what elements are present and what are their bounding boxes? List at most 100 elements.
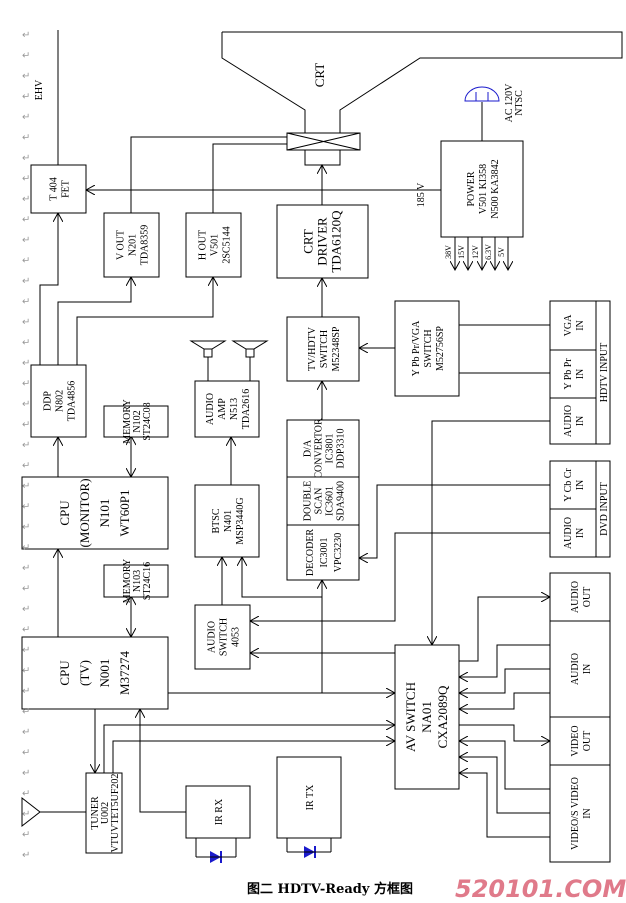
block-label: SCAN: [314, 488, 325, 515]
block-label: Y Cb Cr: [563, 468, 574, 502]
block-label: IN: [575, 320, 586, 331]
paragraph-mark: ↵: [22, 358, 30, 369]
block-label: POWER: [466, 171, 477, 206]
connection-line: [432, 420, 550, 645]
block-label: Y Pb Pr/VGA: [411, 320, 422, 377]
block-label: Y Pb Pr: [563, 358, 574, 390]
block-dvd-input: DVD INPUT: [595, 460, 611, 558]
power-output-label: 38V: [444, 245, 453, 259]
connection-line: [459, 773, 550, 838]
paragraph-mark: ↵: [22, 92, 30, 103]
block-label: U002: [100, 802, 111, 824]
block-label: FET: [61, 180, 72, 198]
paragraph-mark: ↵: [22, 727, 30, 738]
paragraph-mark: ↵: [22, 522, 30, 533]
block-label: N802: [55, 390, 66, 412]
connection-line: [130, 136, 287, 213]
paragraph-mark: ↵: [22, 645, 30, 656]
antenna-icon: [21, 796, 41, 828]
connection-line: [57, 277, 131, 365]
block-label: N103: [132, 570, 143, 592]
paragraph-mark: ↵: [22, 379, 30, 390]
ir-led-icon: [287, 846, 331, 858]
block-label: AMP: [217, 398, 228, 420]
block-label: DOUBLE: [303, 481, 314, 522]
block-label: (TV): [77, 660, 92, 686]
ac-plug-icon: [464, 86, 500, 102]
block-label: AUDIO: [570, 581, 581, 613]
paragraph-mark: ↵: [22, 830, 30, 841]
block-label: NA01: [419, 701, 434, 733]
paragraph-mark: ↵: [22, 235, 30, 246]
block-label: WT60P1: [117, 490, 132, 537]
block-label: IN: [582, 664, 593, 675]
block-label: NTSC: [514, 90, 525, 116]
block-label: ST24C16: [142, 562, 153, 600]
block-label: V501: [210, 234, 221, 256]
block-ir-tx: IR TX: [276, 756, 342, 839]
block-label: M52348SP: [331, 326, 342, 371]
paragraph-mark: ↵: [22, 604, 30, 615]
paragraph-mark: ↵: [22, 440, 30, 451]
block-hdtv-input: HDTV INPUT: [595, 300, 611, 445]
paragraph-mark: ↵: [22, 174, 30, 185]
connection-line: [459, 741, 550, 790]
paragraph-mark: ↵: [22, 112, 30, 123]
block-label: DVD INPUT: [599, 482, 610, 536]
block-label: CPU: [57, 660, 72, 686]
block-label: AV SWITCH: [403, 682, 418, 752]
block-label: AC 120V: [504, 83, 515, 122]
block-label: M52756SP: [435, 326, 446, 371]
block-label: N102: [132, 410, 143, 432]
paragraph-mark: ↵: [22, 625, 30, 636]
block-label: IC3001: [319, 538, 330, 568]
block-label: N401: [223, 510, 234, 532]
power-output-label: 12V: [471, 245, 480, 259]
block-label: IR RX: [214, 798, 225, 825]
connection-line: [112, 741, 395, 773]
block-label: CRT: [312, 63, 327, 88]
block-label: V501 KI358: [478, 164, 489, 214]
block-label: MEMORY: [122, 399, 133, 443]
paragraph-mark: ↵: [22, 809, 30, 820]
block-label: IN: [575, 369, 586, 380]
connection-line: [459, 757, 550, 814]
ir-led-icon: [196, 851, 236, 863]
block-label: 2SC5144: [222, 226, 233, 263]
block-label: TDA6120Q: [329, 210, 344, 273]
ehv-label: EHV: [34, 79, 45, 100]
paragraph-mark: ↵: [22, 276, 30, 287]
paragraph-mark: ↵: [22, 71, 30, 82]
block-label: OUT: [582, 587, 593, 608]
block-label: (MONITOR): [77, 478, 92, 547]
block-label: HDTV INPUT: [599, 343, 610, 403]
paragraph-mark: ↵: [22, 584, 30, 595]
block-label: TDA4856: [67, 381, 78, 422]
paragraph-mark: ↵: [22, 297, 30, 308]
185v-label: 185 V: [416, 182, 427, 207]
block-label: DECODER: [305, 529, 316, 577]
watermark: 520101.COM: [455, 875, 626, 903]
paragraph-mark: ↵: [22, 850, 30, 861]
block-label: 4053: [231, 627, 242, 647]
paragraph-mark: ↵: [22, 748, 30, 759]
paragraph-mark: ↵: [22, 338, 30, 349]
block-label: TDA2616: [241, 389, 252, 430]
connection-line: [140, 709, 186, 813]
paragraph-mark: ↵: [22, 502, 30, 513]
block-label: DDP: [43, 391, 54, 411]
